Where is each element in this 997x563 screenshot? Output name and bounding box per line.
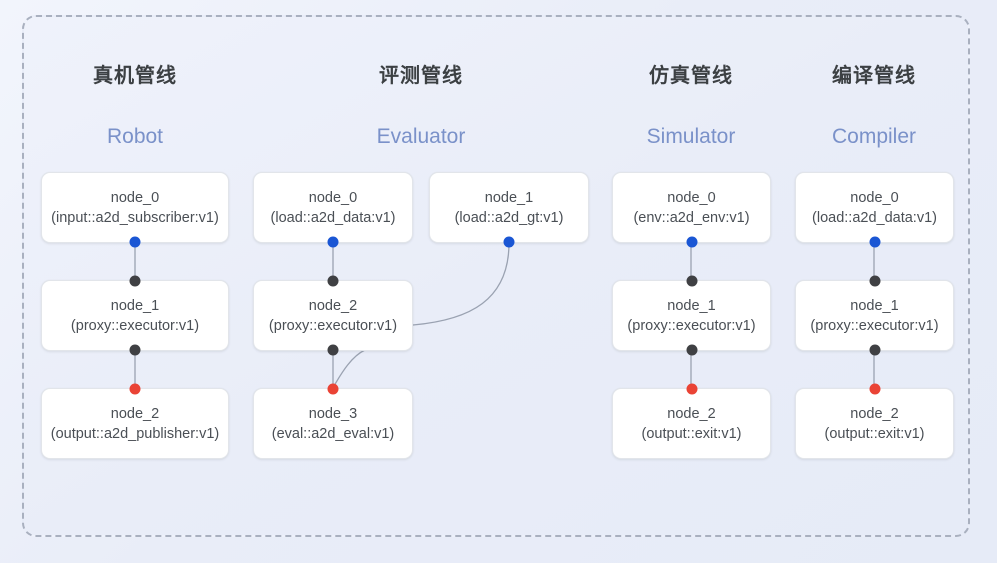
- port-input-dark[interactable]: [327, 275, 339, 287]
- node-type: (env::a2d_env:v1): [633, 209, 750, 226]
- node-type: (proxy::executor:v1): [810, 317, 939, 334]
- node-evaluator-0[interactable]: node_0 (load::a2d_data:v1): [253, 172, 413, 248]
- node-name: node_1: [484, 189, 534, 206]
- node-type: (load::a2d_data:v1): [270, 209, 396, 226]
- node-type: (proxy::executor:v1): [627, 317, 756, 334]
- node-type: (load::a2d_data:v1): [812, 209, 937, 226]
- node-name: node_2: [850, 405, 899, 422]
- port-input-red[interactable]: [869, 383, 880, 395]
- node-type: (load::a2d_gt:v1): [454, 209, 564, 226]
- node-name: node_1: [850, 297, 899, 314]
- port-output-dark[interactable]: [129, 344, 141, 356]
- port-output-dark[interactable]: [327, 344, 339, 356]
- node-name: node_0: [667, 189, 716, 206]
- node-evaluator-1[interactable]: node_1 (load::a2d_gt:v1): [429, 172, 589, 248]
- port-output-blue[interactable]: [869, 236, 880, 248]
- node-compiler-2[interactable]: node_2 (output::exit:v1): [795, 383, 954, 459]
- port-output-blue[interactable]: [129, 236, 141, 248]
- node-name: node_2: [667, 405, 716, 422]
- node-type: (output::exit:v1): [824, 425, 925, 442]
- port-input-red[interactable]: [129, 383, 141, 395]
- node-name: node_0: [308, 189, 358, 206]
- node-type: (input::a2d_subscriber:v1): [51, 209, 219, 226]
- node-name: node_0: [850, 189, 899, 206]
- port-input-dark[interactable]: [869, 275, 880, 287]
- port-input-red[interactable]: [327, 383, 339, 395]
- node-name: node_2: [308, 297, 358, 314]
- node-evaluator-3[interactable]: node_3 (eval::a2d_eval:v1): [253, 383, 413, 459]
- node-robot-0[interactable]: node_0 (input::a2d_subscriber:v1): [41, 172, 229, 248]
- port-output-blue[interactable]: [327, 236, 339, 248]
- node-robot-2[interactable]: node_2 (output::a2d_publisher:v1): [41, 383, 229, 459]
- node-simulator-1[interactable]: node_1 (proxy::executor:v1): [612, 275, 771, 356]
- port-input-red[interactable]: [686, 383, 697, 395]
- port-output-blue[interactable]: [686, 236, 697, 248]
- node-type: (output::exit:v1): [641, 425, 742, 442]
- node-type: (proxy::executor:v1): [268, 317, 398, 334]
- node-simulator-2[interactable]: node_2 (output::exit:v1): [612, 383, 771, 459]
- node-name: node_1: [667, 297, 716, 314]
- port-input-dark[interactable]: [129, 275, 141, 287]
- node-type: (output::a2d_publisher:v1): [50, 425, 220, 442]
- port-output-blue[interactable]: [503, 236, 515, 248]
- node-name: node_0: [110, 189, 160, 206]
- node-name: node_1: [110, 297, 160, 314]
- node-compiler-1[interactable]: node_1 (proxy::executor:v1): [795, 275, 954, 356]
- port-input-dark[interactable]: [686, 275, 697, 287]
- node-name: node_3: [308, 405, 358, 422]
- node-type: (eval::a2d_eval:v1): [271, 425, 395, 442]
- node-type: (proxy::executor:v1): [70, 317, 200, 334]
- port-output-dark[interactable]: [686, 344, 697, 356]
- node-compiler-0[interactable]: node_0 (load::a2d_data:v1): [795, 172, 954, 248]
- node-name: node_2: [110, 405, 160, 422]
- node-evaluator-2[interactable]: node_2 (proxy::executor:v1): [253, 275, 413, 356]
- node-robot-1[interactable]: node_1 (proxy::executor:v1): [41, 275, 229, 356]
- port-output-dark[interactable]: [869, 344, 880, 356]
- node-simulator-0[interactable]: node_0 (env::a2d_env:v1): [612, 172, 771, 248]
